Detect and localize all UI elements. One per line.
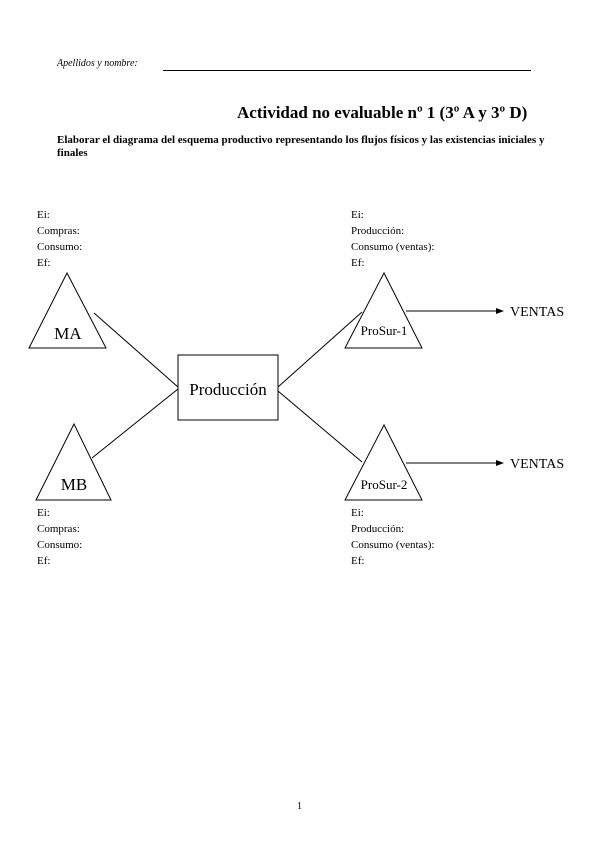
prosur1-triangle bbox=[344, 271, 423, 349]
prosur2-field-produccion: Producción: bbox=[351, 523, 405, 535]
prosur1-field-ef: Ef: bbox=[351, 257, 365, 269]
prosur1-label: ProSur-1 bbox=[361, 323, 408, 338]
prosur2-field-consumo: Consumo (ventas): bbox=[351, 539, 435, 551]
prosur2-field-ei: Ei: bbox=[351, 507, 364, 519]
instruction-text: Elaborar el diagrama del esquema product… bbox=[57, 134, 545, 159]
prosur2-sales-label: VENTAS bbox=[510, 457, 564, 472]
ma-field-ei: Ei: bbox=[37, 209, 50, 221]
prosur2-triangle bbox=[344, 423, 423, 501]
ma-field-consumo: Consumo: bbox=[37, 241, 83, 253]
produccion-to-prosur2-line bbox=[277, 390, 363, 463]
prosur1-sales-label: VENTAS bbox=[510, 305, 564, 320]
mb-label: MB bbox=[61, 475, 87, 494]
ma-label: MA bbox=[54, 324, 82, 343]
produccion-box bbox=[177, 354, 279, 421]
ma-field-ef: Ef: bbox=[37, 257, 51, 269]
ma-triangle bbox=[28, 271, 107, 349]
mb-field-consumo: Consumo: bbox=[37, 539, 83, 551]
name-answer-line bbox=[163, 70, 531, 71]
prosur2-fields: Ei: Producción: Consumo (ventas): Ef: bbox=[351, 505, 434, 569]
mb-fields: Ei: Compras: Consumo: Ef: bbox=[37, 505, 82, 569]
name-label: Apellidos y nombre: bbox=[57, 58, 138, 69]
prosur1-fields: Ei: Producción: Consumo (ventas): Ef: bbox=[351, 207, 434, 271]
prosur1-field-produccion: Producción: bbox=[351, 225, 405, 237]
page-title: Actividad no evaluable nº 1 (3º A y 3º D… bbox=[237, 103, 528, 122]
ma-field-compras: Compras: bbox=[37, 225, 80, 237]
prosur1-field-ei: Ei: bbox=[351, 209, 364, 221]
prosur2-label: ProSur-2 bbox=[361, 477, 408, 492]
mb-triangle bbox=[35, 422, 112, 501]
mb-field-ei: Ei: bbox=[37, 507, 50, 519]
ma-to-produccion-line bbox=[93, 312, 179, 388]
mb-to-produccion-line bbox=[91, 388, 179, 459]
produccion-to-prosur1-line bbox=[277, 311, 363, 388]
ma-fields: Ei: Compras: Consumo: Ef: bbox=[37, 207, 82, 271]
mb-field-ef: Ef: bbox=[37, 555, 51, 567]
prosur2-field-ef: Ef: bbox=[351, 555, 365, 567]
mb-field-compras: Compras: bbox=[37, 523, 80, 535]
prosur1-field-consumo: Consumo (ventas): bbox=[351, 241, 435, 253]
page-number: 1 bbox=[297, 801, 302, 812]
produccion-label: Producción bbox=[189, 380, 267, 399]
